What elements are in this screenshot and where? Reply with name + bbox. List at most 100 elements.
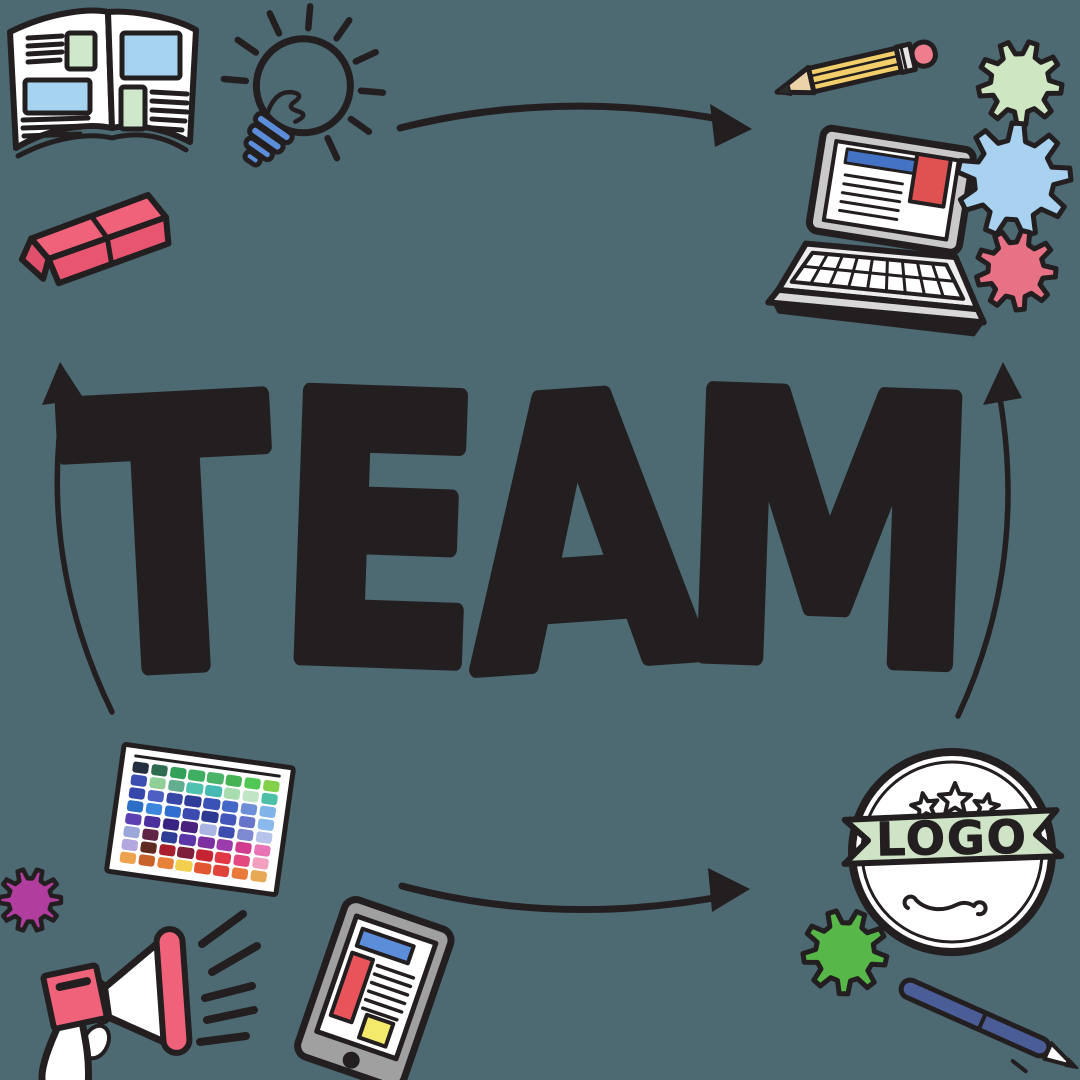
palette-chip bbox=[156, 856, 175, 870]
palette-chip bbox=[158, 844, 176, 857]
megaphone-icon bbox=[38, 910, 261, 1080]
book-photo-blue-2 bbox=[119, 30, 183, 81]
palette-chip bbox=[212, 864, 231, 878]
arrow-bottom-icon bbox=[398, 868, 750, 913]
palette-chip bbox=[206, 771, 225, 785]
palette-chip bbox=[216, 838, 234, 852]
gear-light-blue-icon bbox=[955, 120, 1074, 239]
team-letter-m: M bbox=[673, 315, 986, 752]
gear-green-icon bbox=[800, 908, 890, 997]
palette-chip bbox=[195, 849, 214, 862]
palette-chip bbox=[232, 854, 251, 868]
pencil-icon bbox=[774, 39, 938, 97]
palette-chip bbox=[204, 784, 223, 798]
palette-chip bbox=[186, 781, 204, 795]
palette-chip bbox=[167, 779, 186, 793]
palette-grid bbox=[119, 761, 281, 883]
lightbulb-icon bbox=[220, 3, 387, 168]
palette-chip bbox=[161, 818, 180, 831]
palette-chip bbox=[130, 774, 148, 787]
tablet-icon bbox=[294, 896, 455, 1080]
palette-chip bbox=[202, 797, 221, 811]
tablet-home-button bbox=[342, 1051, 360, 1069]
palette-chip bbox=[121, 838, 139, 852]
gear-magenta-icon bbox=[0, 867, 64, 933]
palette-chip bbox=[145, 802, 163, 816]
team-wordmark: T E A M bbox=[49, 307, 993, 765]
palette-chip bbox=[255, 831, 273, 844]
lightbulb-rays bbox=[220, 3, 387, 162]
palette-chip bbox=[260, 792, 279, 806]
team-letter-e: E bbox=[270, 316, 490, 749]
palette-chip bbox=[221, 800, 240, 813]
team-letter-t: T bbox=[56, 321, 284, 758]
palette-chip bbox=[184, 794, 202, 808]
megaphone-bell bbox=[153, 926, 193, 1056]
palette-chip bbox=[165, 792, 184, 806]
palette-chip bbox=[217, 826, 236, 839]
palette-chip bbox=[197, 836, 216, 850]
palette-chip bbox=[240, 802, 258, 816]
logo-badge: LOGO bbox=[841, 748, 1065, 956]
palette-chip bbox=[180, 820, 199, 834]
color-palette-icon bbox=[103, 741, 297, 898]
pen-icon bbox=[898, 977, 1079, 1074]
palette-chip bbox=[175, 859, 193, 873]
palette-chip bbox=[193, 862, 212, 875]
palette-chip bbox=[258, 805, 277, 819]
badge-label: LOGO bbox=[876, 810, 1029, 867]
badge-ribbon: LOGO bbox=[841, 807, 1065, 867]
palette-chip bbox=[199, 823, 217, 837]
palette-chip bbox=[219, 813, 238, 826]
palette-chip bbox=[251, 857, 270, 870]
palette-chip bbox=[262, 779, 281, 793]
palette-chip bbox=[236, 828, 255, 842]
palette-chip bbox=[146, 789, 165, 803]
palette-chip bbox=[176, 846, 195, 860]
megaphone-sound-lines bbox=[196, 910, 261, 1046]
team-letter-a: A bbox=[450, 314, 714, 756]
palette-chip bbox=[128, 787, 146, 800]
arrow-top-icon bbox=[396, 102, 752, 147]
palette-chip bbox=[241, 789, 260, 803]
palette-chip bbox=[182, 807, 201, 821]
palette-chip bbox=[238, 815, 256, 829]
laptop-icon bbox=[765, 124, 987, 337]
badge-star-middle bbox=[936, 781, 974, 816]
palette-chip bbox=[122, 825, 141, 839]
palette-chip bbox=[234, 841, 253, 855]
palette-chip bbox=[126, 799, 145, 813]
palette-chip bbox=[249, 870, 268, 883]
palette-chip bbox=[163, 805, 182, 818]
palette-chip bbox=[143, 815, 161, 829]
palette-chip bbox=[119, 851, 137, 865]
palette-chip bbox=[169, 766, 187, 780]
palette-chip bbox=[178, 833, 197, 847]
palette-chip bbox=[223, 787, 241, 800]
palette-chip bbox=[231, 867, 249, 881]
palette-chip bbox=[243, 776, 262, 790]
palette-chip bbox=[141, 828, 160, 842]
megaphone-handle-loop bbox=[38, 1018, 93, 1080]
megaphone-handle bbox=[40, 962, 110, 1032]
book-photo-green-2 bbox=[118, 84, 148, 132]
badge-flourish bbox=[902, 894, 988, 917]
palette-chip bbox=[150, 763, 169, 777]
book-photo-blue bbox=[22, 77, 93, 116]
eraser-icon bbox=[18, 191, 172, 287]
palette-chip bbox=[187, 769, 206, 782]
gear-light-green-icon bbox=[975, 39, 1065, 128]
palette-chip bbox=[160, 831, 178, 844]
book-photo-green bbox=[64, 30, 98, 72]
palette-chip bbox=[124, 812, 143, 826]
arrow-left-icon bbox=[42, 362, 115, 715]
palette-chip bbox=[132, 761, 150, 774]
palette-chip bbox=[148, 776, 167, 790]
palette-chip bbox=[139, 841, 158, 855]
palette-chip bbox=[214, 851, 232, 865]
palette-chip bbox=[253, 844, 271, 857]
arrow-right-icon bbox=[955, 362, 1022, 719]
laptop-hero-block bbox=[907, 151, 953, 209]
